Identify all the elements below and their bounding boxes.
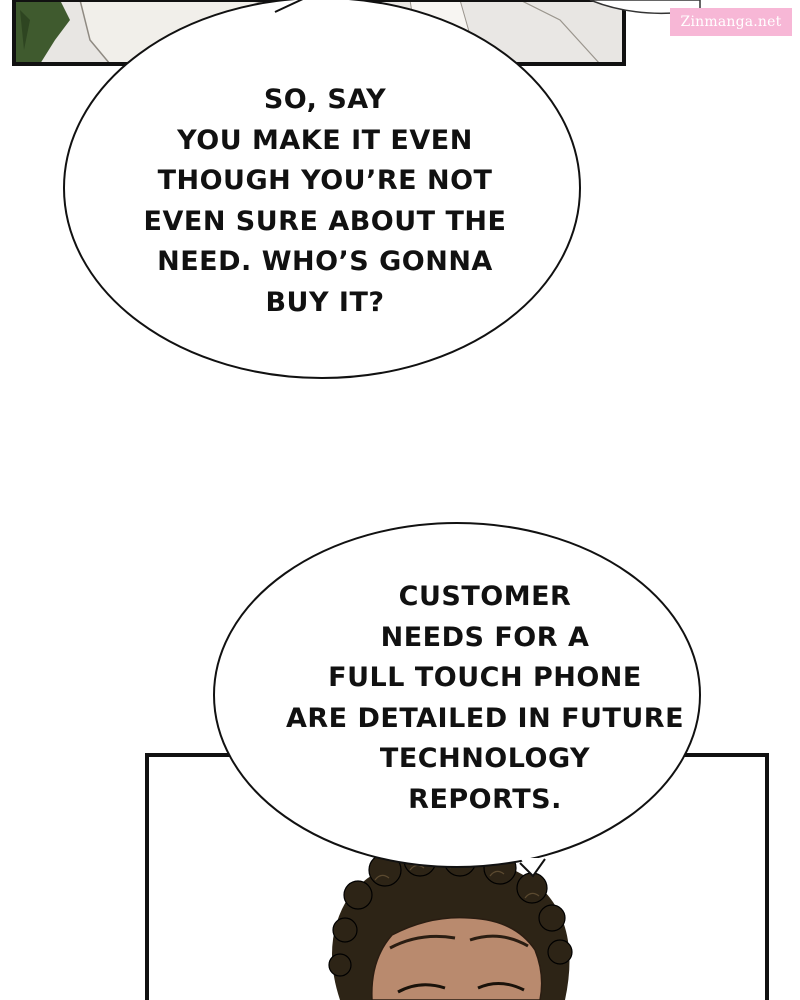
right-eye: [477, 982, 525, 992]
speech-bubble-1-tail: [275, 0, 305, 28]
bubble-1-line: YOU MAKE IT EVEN: [177, 124, 473, 156]
left-eye: [397, 983, 446, 994]
right-eyebrow: [469, 934, 529, 948]
bubble-2-line: FULL TOUCH PHONE: [328, 662, 642, 693]
bubble-1-line: THOUGH YOU’RE NOT: [157, 165, 493, 196]
bubble-2-line: TECHNOLOGY: [379, 743, 591, 774]
speech-bubble-2: [213, 522, 701, 868]
bubble-1-line: SO, SAY: [263, 84, 387, 115]
bubble-2-line: ARE DETAILED IN FUTURE: [285, 702, 685, 734]
bubble-1-line: NEED. WHO’S GONNA: [157, 246, 493, 277]
speech-bubble-2-text: CUSTOMER NEEDS FOR A FULL TOUCH PHONE AR…: [265, 577, 705, 820]
bubble-1-line: BUY IT?: [265, 286, 385, 318]
bubble-1-line: EVEN SURE ABOUT THE: [143, 205, 507, 237]
bubble-2-line: NEEDS FOR A: [380, 621, 590, 653]
top-panel-greenery: [14, 0, 70, 64]
speech-bubble-1: [63, 0, 581, 379]
speech-bubble-1-text: SO, SAY YOU MAKE IT EVEN THOUGH YOU’RE N…: [110, 80, 540, 323]
speech-bubble-2-tail: [520, 858, 545, 876]
bubble-2-line: REPORTS.: [408, 783, 562, 815]
left-eyebrow: [389, 934, 456, 950]
bubble-2-line: CUSTOMER: [398, 581, 572, 612]
watermark: Zinmanga.net: [670, 8, 792, 36]
